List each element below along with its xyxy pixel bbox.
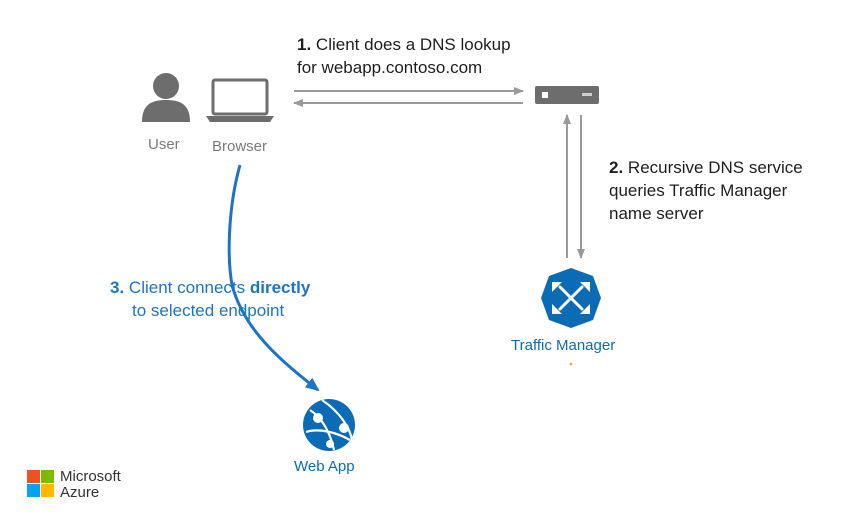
step2-line3: name server [609,204,704,223]
step2-line2: queries Traffic Manager [609,181,788,200]
web-app-icon [303,399,355,451]
step1-line1: Client does a DNS lookup [315,35,511,54]
browser-label: Browser [212,138,268,155]
step2-annotation: 2. Recursive DNS service queries Traffic… [609,156,803,225]
step3-annotation: 3. Client connects directly to selected … [110,276,310,322]
web-app-label: Web App [294,458,355,475]
traffic-manager-label: Traffic Manager [511,337,616,354]
step2-number: 2. [609,158,624,177]
laptop-icon [206,78,274,122]
brand-line1: Microsoft [60,468,121,485]
user-label: User [148,136,180,153]
dns-server-icon [535,86,599,104]
step3-number: 3. [110,278,125,297]
step1-number: 1. [297,35,312,54]
microsoft-logo-icon [27,470,54,497]
step3-line1: Client connects [128,278,250,297]
step1-annotation: 1. Client does a DNS lookup for webapp.c… [297,33,511,79]
step2-line1: Recursive DNS service [627,158,803,177]
step3-emphasis: directly [249,278,311,297]
brand-line2: Azure [60,484,100,501]
decorative-dot [569,362,573,366]
user-icon [142,73,190,122]
step3-line2: to selected endpoint [132,301,285,320]
brand-name: Microsoft Azure [60,469,121,501]
direct-connection-arrow [227,164,320,392]
step1-line2: for webapp.contoso.com [297,58,483,77]
traffic-manager-icon [541,268,601,328]
